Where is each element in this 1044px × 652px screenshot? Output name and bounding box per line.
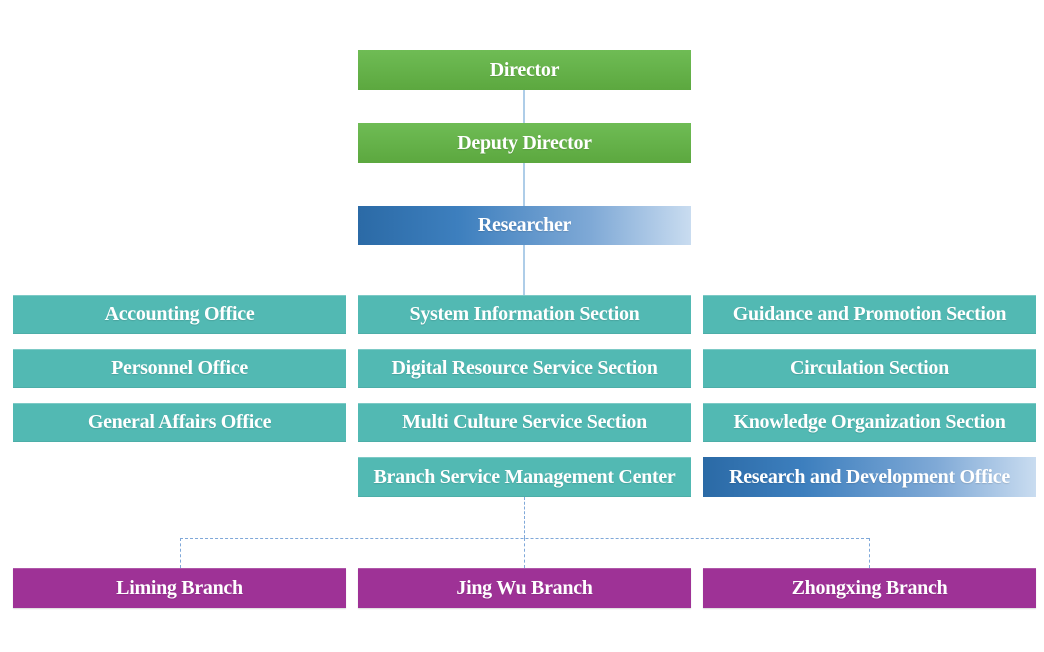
connector-center-drop — [524, 497, 525, 538]
node-accounting-office: Accounting Office — [13, 295, 346, 334]
node-knowledge-organization-section: Knowledge Organization Section — [703, 403, 1036, 442]
node-jing-wu-branch: Jing Wu Branch — [358, 568, 691, 608]
node-multi-culture-service-section: Multi Culture Service Section — [358, 403, 691, 442]
connector-deputy-researcher — [523, 163, 525, 206]
connector-researcher-sections — [523, 245, 525, 295]
node-system-information-section: System Information Section — [358, 295, 691, 334]
node-digital-resource-service-section: Digital Resource Service Section — [358, 349, 691, 388]
connector-drop-liming — [180, 538, 181, 568]
node-research-and-development-office: Research and Development Office — [703, 457, 1036, 497]
node-branch-service-management-center: Branch Service Management Center — [358, 457, 691, 497]
node-researcher: Researcher — [358, 206, 691, 245]
node-circulation-section: Circulation Section — [703, 349, 1036, 388]
node-general-affairs-office: General Affairs Office — [13, 403, 346, 442]
connector-drop-jingwu — [524, 538, 525, 568]
node-personnel-office: Personnel Office — [13, 349, 346, 388]
node-guidance-and-promotion-section: Guidance and Promotion Section — [703, 295, 1036, 334]
connector-drop-zhongxing — [869, 538, 870, 568]
node-director: Director — [358, 50, 691, 90]
node-zhongxing-branch: Zhongxing Branch — [703, 568, 1036, 608]
connector-director-deputy — [523, 90, 525, 123]
node-deputy-director: Deputy Director — [358, 123, 691, 163]
node-liming-branch: Liming Branch — [13, 568, 346, 608]
